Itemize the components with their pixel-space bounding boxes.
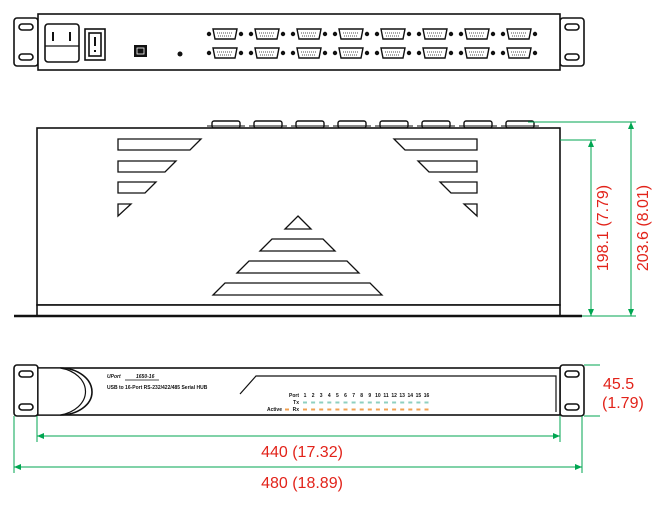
front-height-in-label: (1.79) <box>602 395 644 412</box>
tx-led <box>400 401 405 404</box>
port-number: 16 <box>424 393 430 399</box>
rx-led <box>424 408 429 411</box>
db9-port-icon <box>416 28 454 40</box>
rx-led <box>359 408 364 411</box>
db9-port-icon <box>374 47 412 59</box>
side-view: 198.1 (7.79) 203.6 (8.01) <box>14 120 652 318</box>
tx-led <box>408 401 413 404</box>
body-width-label: 440 (17.32) <box>261 444 343 461</box>
db9-port-icon <box>421 120 451 129</box>
db9-port-icon <box>248 28 286 40</box>
port-number: 8 <box>360 393 363 399</box>
power-switch <box>84 28 106 61</box>
rx-led <box>319 408 324 411</box>
vent-slots <box>117 138 478 296</box>
rear-view <box>13 13 585 71</box>
tx-led <box>367 401 372 404</box>
tx-led <box>359 401 364 404</box>
front-height-mm-label: 45.5 <box>603 376 634 393</box>
port-number: 14 <box>408 393 414 399</box>
tx-led <box>311 401 316 404</box>
brand-logo: UPort <box>107 374 121 380</box>
db9-port-icon <box>248 47 286 59</box>
db9-port-icon <box>290 28 328 40</box>
height-dimensions: 198.1 (7.79) 203.6 (8.01) <box>528 121 652 317</box>
port-number: 2 <box>312 393 315 399</box>
db9-port-icon <box>337 120 367 129</box>
tx-led <box>303 401 307 404</box>
rx-led <box>335 408 340 411</box>
db9-port-icon <box>500 47 538 59</box>
rx-led <box>351 408 356 411</box>
db9-port-icon <box>379 120 409 129</box>
rx-led <box>343 408 348 411</box>
port-label: Port <box>289 393 299 399</box>
tx-led <box>392 401 397 404</box>
port-number: 15 <box>416 393 422 399</box>
db9-connectors <box>206 28 538 59</box>
active-label: Active <box>267 407 282 413</box>
description-label: USB to 16-Port RS-232/422/485 Serial HUB <box>107 385 208 391</box>
db9-port-icon <box>332 47 370 59</box>
tx-led <box>424 401 429 404</box>
port-number: 7 <box>352 393 355 399</box>
tx-led <box>384 401 388 404</box>
rx-led <box>408 408 413 411</box>
port-number: 12 <box>391 393 397 399</box>
db9-port-icon <box>206 28 244 40</box>
power-inlet-icon <box>44 23 80 63</box>
tx-led <box>375 401 380 404</box>
port-number: 5 <box>336 393 339 399</box>
rx-led <box>367 408 372 411</box>
port-number: 11 <box>383 393 389 399</box>
port-number: 13 <box>399 393 405 399</box>
db9-port-icon <box>211 120 241 129</box>
tx-led <box>319 401 324 404</box>
db9-port-icon <box>458 28 496 40</box>
tx-led <box>351 401 356 404</box>
port-number: 6 <box>344 393 347 399</box>
db9-port-icon <box>416 47 454 59</box>
rx-led <box>400 408 405 411</box>
port-number: 10 <box>375 393 381 399</box>
tx-led <box>416 401 421 404</box>
tx-led <box>327 401 332 404</box>
rx-led <box>375 408 380 411</box>
total-width-label: 480 (18.89) <box>261 475 343 492</box>
rx-led <box>384 408 388 411</box>
db9-port-icon <box>463 120 493 129</box>
db9-port-icon <box>253 120 283 129</box>
port-number: 3 <box>320 393 323 399</box>
rx-led <box>327 408 332 411</box>
tx-led <box>335 401 340 404</box>
db9-port-icon <box>295 120 325 129</box>
port-number: 1 <box>304 393 307 399</box>
db9-port-icon <box>290 47 328 59</box>
ground-screw <box>177 51 183 57</box>
rx-led <box>416 408 421 411</box>
model-label: 1650-16 <box>136 374 155 380</box>
db9-port-icon <box>206 47 244 59</box>
usb-port-icon <box>134 45 147 57</box>
db9-port-icon <box>332 28 370 40</box>
rx-led <box>311 408 316 411</box>
rx-label: Rx <box>293 407 300 413</box>
width-dimensions: 440 (17.32) 480 (18.89) 45.5 (1.79) <box>13 364 644 492</box>
port-number: 9 <box>368 393 371 399</box>
db9-port-icon <box>500 28 538 40</box>
db9-port-icon <box>458 47 496 59</box>
front-view: UPort 1650-16 USB to 16-Port RS-232/422/… <box>13 364 644 492</box>
side-height-inner-label: 198.1 (7.79) <box>595 185 612 271</box>
side-height-outer-label: 203.6 (8.01) <box>635 185 652 271</box>
port-number: 4 <box>328 393 331 399</box>
db9-port-icon <box>374 28 412 40</box>
rx-led <box>303 408 307 411</box>
rx-led <box>392 408 397 411</box>
tx-led <box>343 401 348 404</box>
tx-label: Tx <box>293 400 299 406</box>
